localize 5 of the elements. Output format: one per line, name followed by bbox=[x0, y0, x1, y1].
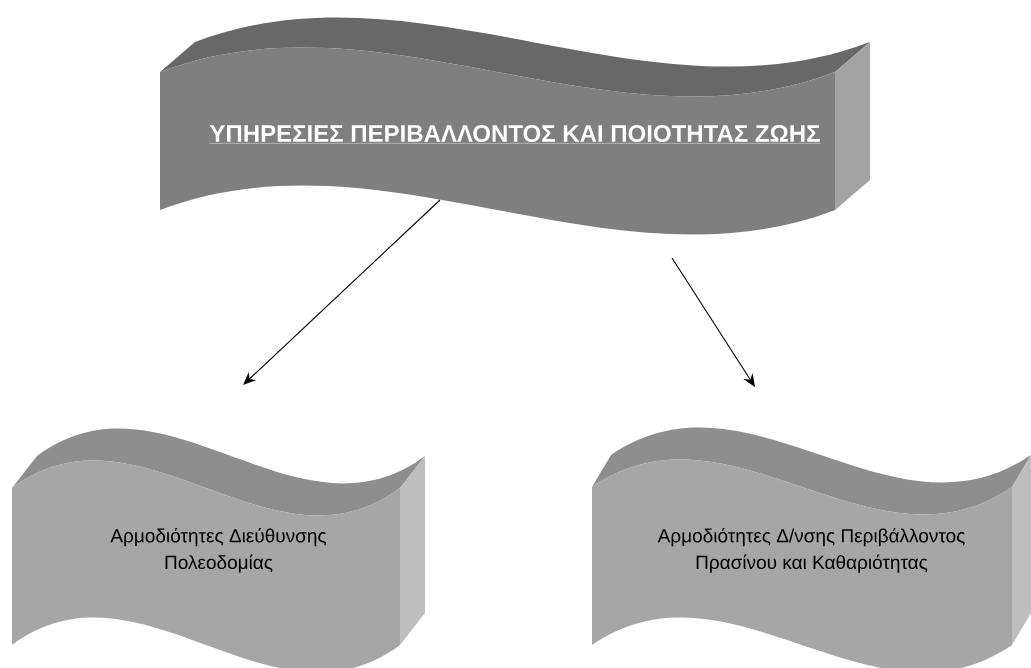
arrow bbox=[243, 199, 441, 385]
wave-banner: Αρμοδιότητες Δ/νσης Περιβάλλοντος Πρασίνου και Καθαριότητας bbox=[592, 428, 1031, 668]
wave-banner: ΥΠΗΡΕΣΙΕΣ ΠΕΡΙΒΑΛΛΟΝΤΟΣ ΚΑΙ ΠΟΙΟΤΗΤΑΣ ΖΩΗΣ bbox=[160, 18, 870, 234]
wave-banner: Αρμοδιότητες Διεύθυνσης Πολεοδομίας bbox=[12, 429, 425, 668]
arrow bbox=[671, 257, 755, 387]
